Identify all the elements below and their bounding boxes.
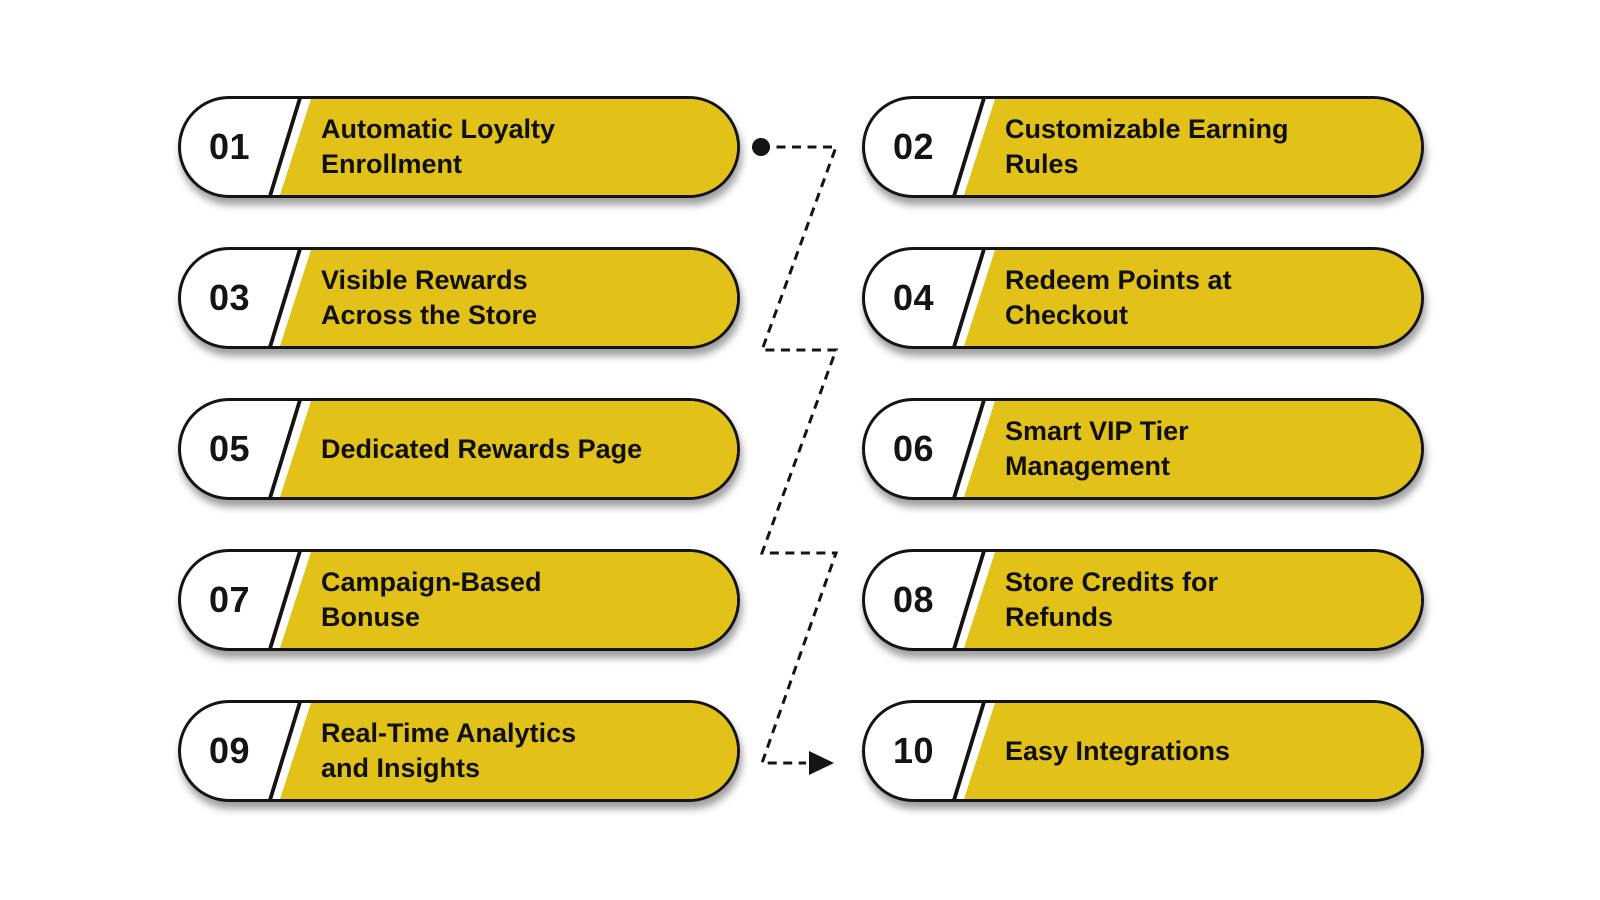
arrow-right-icon <box>809 751 834 775</box>
step-number: 10 <box>892 730 935 771</box>
step-number: 06 <box>892 428 935 469</box>
pill-yellow-area <box>280 99 737 195</box>
feature-pill-03: 03 Visible Rewards Across the Store <box>178 247 740 349</box>
step-label: Redeem Points at Checkout <box>1005 250 1401 346</box>
pill-yellow-area <box>964 250 1421 346</box>
feature-pill-04: 04 Redeem Points at Checkout <box>862 247 1424 349</box>
step-label-line1: Dedicated Rewards Page <box>321 433 643 464</box>
step-label: Store Credits for Refunds <box>1005 552 1401 648</box>
step-number: 07 <box>208 579 251 620</box>
step-label-line2: Rules <box>1005 149 1079 179</box>
pill-yellow-area <box>964 401 1421 497</box>
step-label: Campaign-Based Bonuse <box>321 552 717 648</box>
pill-yellow-area <box>964 552 1421 648</box>
step-label-line1: Automatic Loyalty <box>321 114 556 144</box>
step-label-line2: Refunds <box>1005 602 1113 632</box>
pill-yellow-area <box>280 401 737 497</box>
step-label-line2: Across the Store <box>321 300 538 330</box>
pill-yellow-area <box>964 703 1421 799</box>
step-number: 05 <box>208 428 251 469</box>
pill-yellow-area <box>280 250 737 346</box>
step-label-line1: Customizable Earning <box>1005 114 1289 144</box>
step-number: 04 <box>892 277 935 318</box>
step-label: Easy Integrations <box>1005 703 1401 799</box>
feature-pill-06: 06 Smart VIP Tier Management <box>862 398 1424 500</box>
step-label: Customizable Earning Rules <box>1005 99 1401 195</box>
step-label-line1: Store Credits for <box>1005 567 1219 597</box>
step-label-line1: Redeem Points at <box>1005 265 1232 295</box>
feature-pill-01: 01 Automatic Loyalty Enrollment <box>178 96 740 198</box>
step-label-line1: Easy Integrations <box>1005 735 1231 766</box>
step-label-line1: Visible Rewards <box>321 265 528 295</box>
feature-pill-08: 08 Store Credits for Refunds <box>862 549 1424 651</box>
feature-pill-05: 05 Dedicated Rewards Page <box>178 398 740 500</box>
pill-yellow-area <box>280 703 737 799</box>
step-label: Dedicated Rewards Page <box>321 401 717 497</box>
step-number: 08 <box>892 579 935 620</box>
step-label-line2: Management <box>1005 451 1171 481</box>
connector-dashed-path <box>759 145 839 765</box>
pill-yellow-area <box>964 99 1421 195</box>
step-label: Real-Time Analytics and Insights <box>321 703 717 799</box>
step-label: Smart VIP Tier Management <box>1005 401 1401 497</box>
step-number: 01 <box>208 126 251 167</box>
pill-yellow-area <box>280 552 737 648</box>
step-label: Visible Rewards Across the Store <box>321 250 717 346</box>
step-label-line2: Bonuse <box>321 602 421 632</box>
step-label-line2: Enrollment <box>321 149 463 179</box>
start-dot-icon <box>752 138 770 156</box>
feature-pill-02: 02 Customizable Earning Rules <box>862 96 1424 198</box>
step-number: 02 <box>892 126 935 167</box>
feature-pill-07: 07 Campaign-Based Bonuse <box>178 549 740 651</box>
step-label: Automatic Loyalty Enrollment <box>321 99 717 195</box>
step-number: 09 <box>208 730 251 771</box>
step-label-line1: Smart VIP Tier <box>1005 416 1189 446</box>
step-label-line1: Campaign-Based <box>321 567 542 597</box>
step-label-line2: Checkout <box>1005 300 1129 330</box>
step-number: 03 <box>208 277 251 318</box>
feature-pill-10: 10 Easy Integrations <box>862 700 1424 802</box>
feature-pill-09: 09 Real-Time Analytics and Insights <box>178 700 740 802</box>
step-label-line2: and Insights <box>321 753 481 783</box>
step-label-line1: Real-Time Analytics <box>321 718 577 748</box>
